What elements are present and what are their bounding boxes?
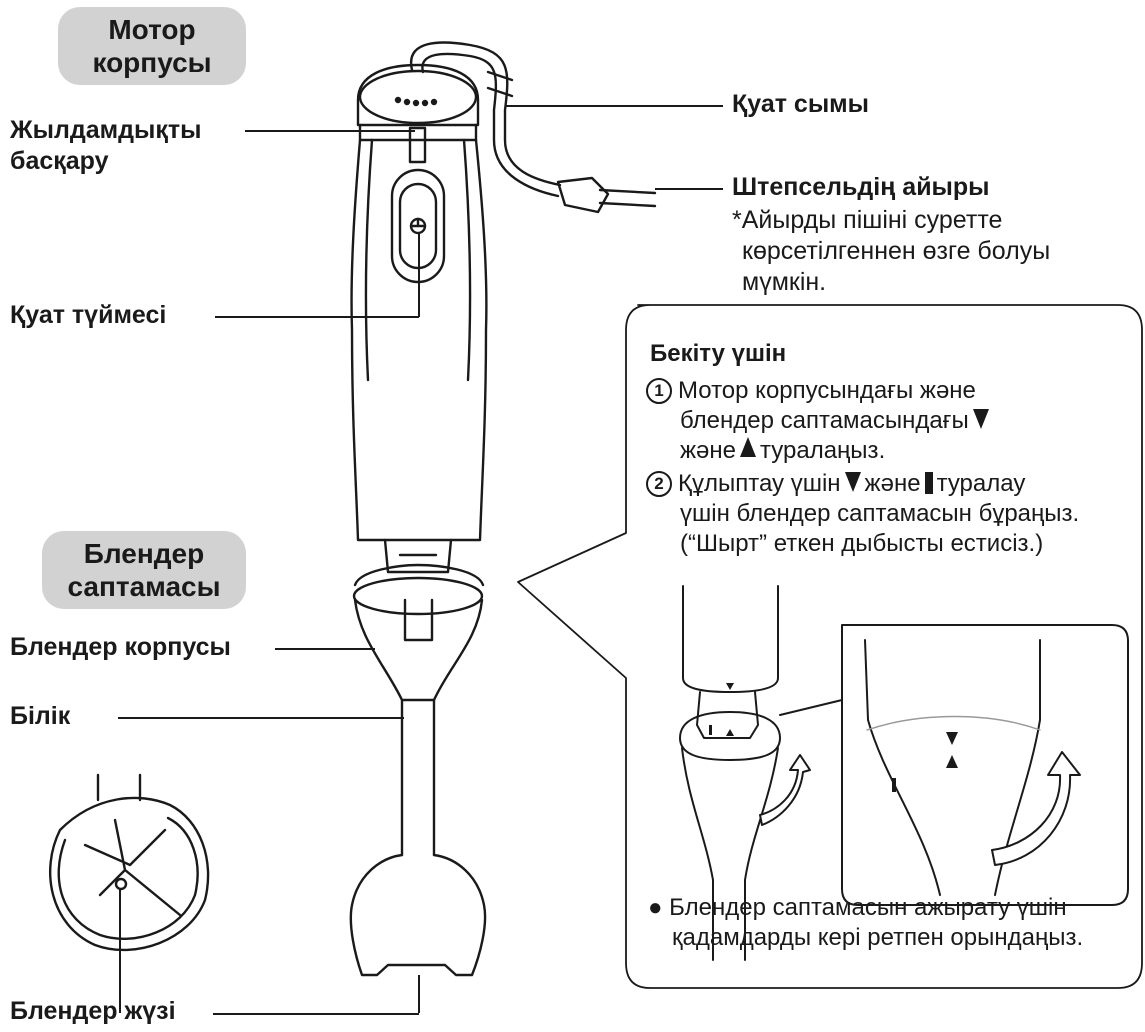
blade-label: Блендер жүзі — [10, 996, 176, 1027]
lock-mark-icon — [925, 472, 933, 494]
blender-attachment-pill-line2: саптамасы — [42, 570, 246, 603]
motor-unit-drawing — [352, 65, 487, 572]
shaft-leader — [118, 717, 404, 719]
triangle-down-icon — [973, 409, 989, 429]
blender-body-leader — [275, 648, 375, 650]
blender-attachment-pill-line1: Блендер — [42, 537, 246, 570]
triangle-up-icon — [740, 437, 756, 457]
step-1-line3b: туралаңыз. — [760, 437, 885, 464]
power-button-leader — [215, 316, 419, 318]
speed-control-label: Жылдамдықты басқару — [10, 115, 201, 177]
triangle-down-icon — [845, 472, 861, 492]
step-1-number: 1 — [646, 378, 672, 404]
blade-leader — [213, 1013, 419, 1015]
step-2-line1b: және — [865, 470, 921, 497]
blender-body-label: Блендер корпусы — [10, 632, 231, 663]
step-2-line3: (“Шырт” еткен дыбысты естисіз.) — [646, 529, 1079, 559]
speed-control-label-line1: Жылдамдықты — [10, 115, 201, 146]
shaft-label: Білік — [10, 701, 70, 732]
plug-note-line1: *Айырды пішіні суретте — [732, 205, 1050, 236]
plug-note-line3: мүмкін. — [732, 267, 1050, 298]
power-button-leader-vertical — [418, 232, 420, 317]
callout-title: Бекіту үшін — [650, 338, 786, 369]
power-cord-leader — [505, 105, 723, 107]
speed-control-label-line2: басқару — [10, 146, 201, 177]
step-1-line1: Мотор корпусындағы және — [678, 377, 976, 404]
step-2-line1c: туралау — [937, 470, 1026, 497]
blade-leader-vertical-right — [418, 975, 420, 1013]
motor-unit-pill-line2: корпусы — [58, 46, 246, 79]
callout-note-line2: қадамдарды кері ретпен орындаңыз. — [648, 923, 1083, 953]
step-2-number: 2 — [646, 471, 672, 497]
blender-foot-drawing — [351, 565, 485, 975]
power-button-label: Қуат түймесі — [10, 300, 166, 331]
step-2-line1a: Құлыптау үшін — [678, 470, 841, 497]
motor-unit-pill-line1: Мотор — [58, 13, 246, 46]
step-2-line2: үшін блендер саптамасын бұраңыз. — [646, 499, 1079, 529]
motor-unit-pill: Мотор корпусы — [58, 7, 246, 85]
blade-closeup-drawing — [50, 775, 208, 950]
plug-leader — [655, 188, 723, 190]
step-1-line2: блендер саптамасындағы — [680, 407, 969, 434]
step-1-line3a: және — [680, 437, 736, 464]
plug-note: *Айырды пішіні суретте көрсетілгеннен өз… — [732, 205, 1050, 298]
power-cord-label: Қуат сымы — [732, 89, 869, 120]
speed-control-leader — [245, 130, 415, 132]
callout-note: ● Блендер саптамасын ажырату үшін қадамд… — [648, 893, 1083, 953]
blender-attachment-pill: Блендер саптамасы — [42, 531, 246, 609]
callout-note-line1: ● Блендер саптамасын ажырату үшін — [648, 893, 1083, 923]
plug-note-line2: көрсетілгеннен өзге болуы — [732, 236, 1050, 267]
blade-leader-vertical-left — [119, 888, 121, 1013]
plug-label: Штепсельдің айыры — [732, 172, 990, 203]
